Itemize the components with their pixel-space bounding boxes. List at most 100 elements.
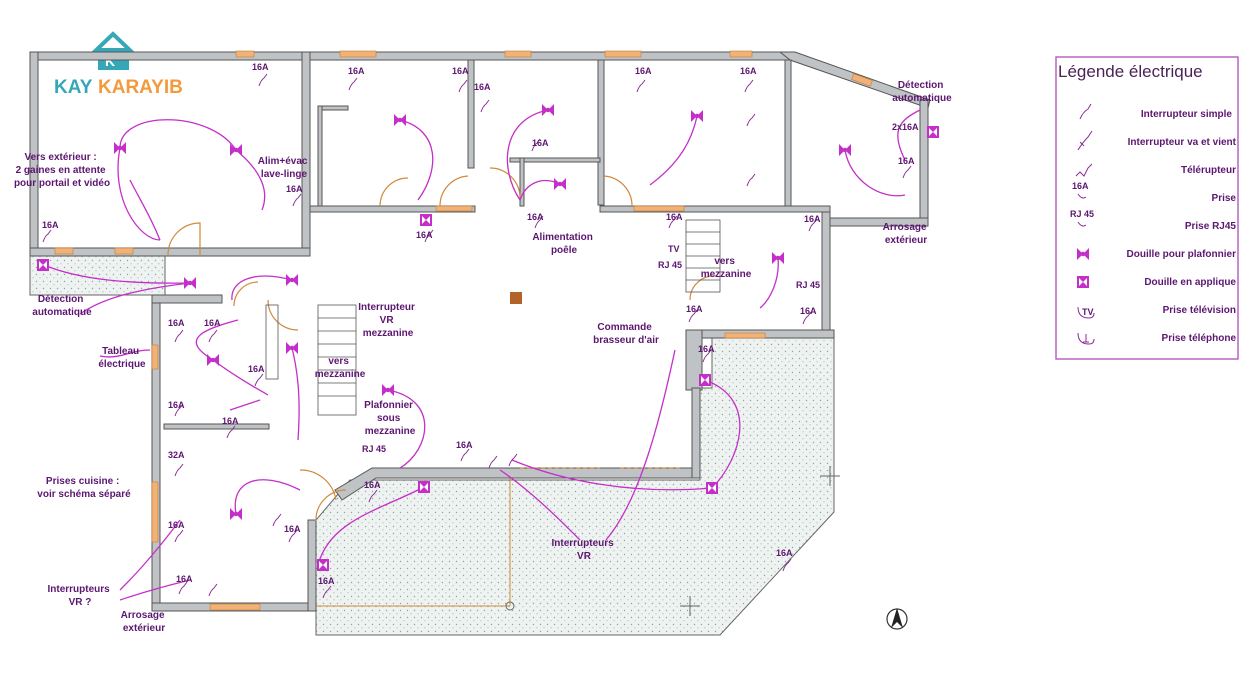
amp-label: 16A — [804, 214, 821, 224]
ceiling-socket-icon — [207, 354, 219, 366]
legend: Légende électrique 16A RJ 45 TV Interrup… — [1055, 56, 1239, 360]
amp-label: 16A — [698, 344, 715, 354]
staircase — [265, 219, 721, 416]
amp-label: 16A — [252, 62, 269, 72]
rj45-label: RJ 45 — [658, 260, 682, 270]
note-ceiling-under-mezz: Plafonnier sous mezzanine — [364, 400, 416, 437]
ceiling-socket-icon — [230, 144, 242, 156]
doors — [167, 167, 717, 522]
ceiling-socket-icon — [382, 384, 394, 396]
amp-label: 16A — [740, 66, 757, 76]
note-panel: Tableau électrique — [98, 346, 146, 370]
note-auto-detect-top: Détection automatique — [892, 80, 952, 104]
amp-label: 16A — [532, 138, 549, 148]
amp-label: 16A — [527, 212, 544, 222]
amp-label: 16A — [898, 156, 915, 166]
legend-label: Interrupteur va et vient — [1128, 137, 1237, 148]
amp-label-double: 2x16A — [892, 122, 919, 132]
amp-label: 16A — [204, 318, 221, 328]
two-way-switch-icon — [1077, 130, 1093, 151]
rj45-icon: RJ 45 — [1070, 209, 1094, 219]
amp-label: 16A — [686, 304, 703, 314]
ceiling-socket-icon — [286, 274, 298, 286]
switch-icon — [1079, 103, 1092, 120]
ceiling-socket-icon — [286, 342, 298, 354]
tv-outlet-icon: TV — [1077, 306, 1095, 319]
amp-label: 16A — [456, 440, 473, 450]
legend-label: Prise télévision — [1163, 305, 1236, 316]
amp-labels: 16A 16A 16A 16A 16A 16A 16A 16A 16A 16A … — [42, 62, 919, 586]
wall-socket-icon — [927, 126, 939, 138]
amp-label: 16A — [666, 212, 683, 222]
wall-socket-icon — [418, 481, 430, 493]
legend-title: Légende électrique — [1058, 62, 1203, 81]
amp-label: 16A — [452, 66, 469, 76]
note-ceiling-fan: Commande brasseur d'air — [593, 322, 659, 346]
terrace-main — [315, 334, 835, 636]
legend-label: Prise — [1212, 193, 1237, 204]
ceiling-socket-icon — [691, 110, 703, 122]
wall-socket-icon — [706, 482, 718, 494]
note-vr-switches: Interrupteurs VR — [551, 538, 616, 562]
windows — [54, 50, 873, 611]
wall-socket-icon — [317, 559, 329, 571]
legend-label: Douille pour plafonnier — [1127, 249, 1237, 260]
note-laundry: Alim+évac lave-linge — [258, 156, 311, 180]
legend-label: Douille en applique — [1144, 277, 1236, 288]
legend-label: Télérupteur — [1181, 165, 1236, 176]
outlet-icon: 16A — [1072, 181, 1089, 191]
column-marks — [505, 466, 840, 616]
amp-label: 16A — [286, 184, 303, 194]
amp-label: 16A — [348, 66, 365, 76]
note-auto-detect-left: Détection automatique — [32, 294, 92, 318]
amp-label: 16A — [248, 364, 265, 374]
amp-label: 16A — [168, 318, 185, 328]
legend-label: Interrupteur simple — [1141, 109, 1233, 120]
ceiling-socket-icon — [554, 178, 566, 190]
wiring — [43, 109, 921, 601]
ceiling-socket-icon — [542, 104, 554, 116]
amp-label: 16A — [168, 400, 185, 410]
amp-label: 16A — [416, 230, 433, 240]
legend-label: Prise téléphone — [1162, 333, 1237, 344]
north-arrow-icon — [886, 608, 908, 630]
svg-text:TV: TV — [1082, 307, 1094, 317]
amp-label: 16A — [42, 220, 59, 230]
remote-switch-icon — [1075, 163, 1093, 177]
note-kitchen-outlets: Prises cuisine : voir schéma séparé — [37, 476, 131, 500]
ceiling-socket-icon — [839, 144, 851, 156]
plan-notes: Vers extérieur : 2 gaines en attente pou… — [14, 80, 952, 634]
logo: K KAY KARAYIB — [54, 31, 183, 98]
legend-label: Prise RJ45 — [1185, 221, 1237, 232]
rj45-label: RJ 45 — [796, 280, 820, 290]
amp-label-32a: 32A — [168, 450, 185, 460]
amp-label: 16A — [176, 574, 193, 584]
logo-text-left: KAY — [54, 77, 93, 98]
amp-label: 16A — [635, 66, 652, 76]
note-garden-hose-right: Arrosage extérieur — [883, 222, 930, 246]
legend-box — [1055, 56, 1239, 360]
wall-socket-icon — [420, 214, 432, 226]
phone-outlet-icon — [1077, 332, 1095, 345]
wall-socket-icon — [37, 259, 49, 271]
amp-label: 16A — [284, 524, 301, 534]
amp-label: 16A — [168, 520, 185, 530]
amp-label: 16A — [474, 82, 491, 92]
terrace-left — [29, 255, 166, 296]
wall-socket-icon — [1077, 276, 1089, 288]
amp-label: 16A — [222, 416, 239, 426]
note-to-mezzanine-stairs: vers mezzanine — [701, 256, 752, 280]
rj45-label: RJ 45 — [362, 444, 386, 454]
ceiling-socket-icon — [184, 277, 196, 289]
ceiling-socket-icon — [394, 114, 406, 126]
note-garden-hose-bottom: Arrosage extérieur — [121, 610, 168, 634]
logo-text-right: KARAYIB — [98, 77, 183, 98]
wall-socket-icon — [699, 374, 711, 386]
note-vr-switches-question: Interrupteurs VR ? — [47, 584, 112, 608]
ceiling-fan-icon — [510, 292, 522, 304]
note-vr-switch-mezzanine: Interrupteur VR mezzanine — [358, 302, 417, 339]
logo-mark: K — [105, 53, 115, 69]
amp-label: 16A — [776, 548, 793, 558]
note-stove: Alimentation poêle — [532, 232, 595, 256]
